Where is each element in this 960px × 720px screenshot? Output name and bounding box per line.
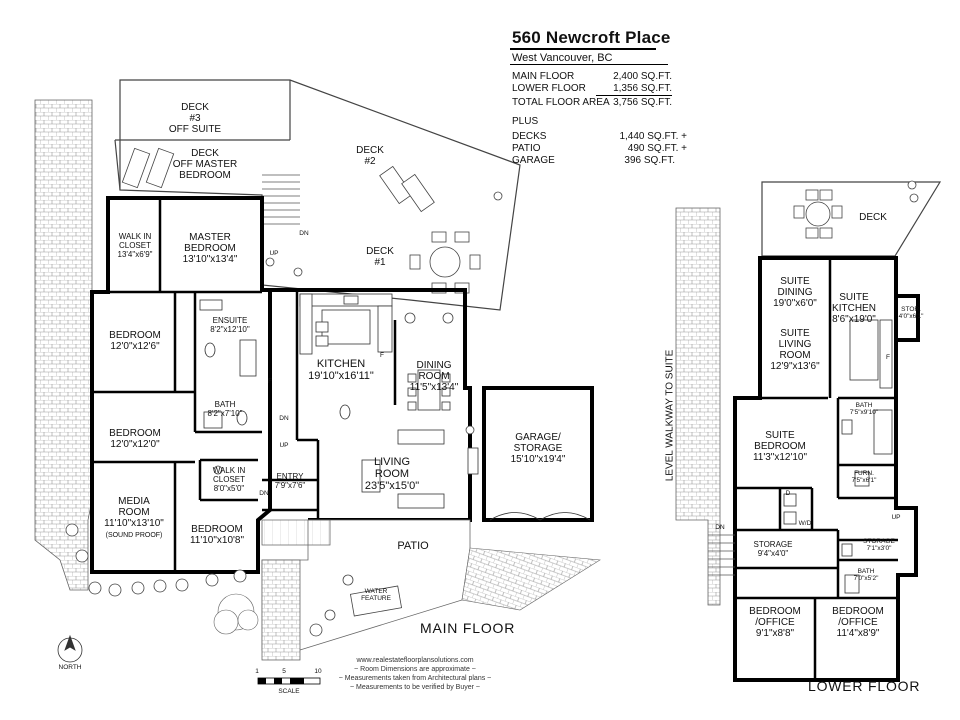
property-address: 560 Newcroft Place <box>512 28 671 47</box>
stair-mark: DN <box>715 524 725 531</box>
stair-mark: DN <box>279 415 289 422</box>
lower-walkway <box>675 207 721 606</box>
extra-row: GARAGE 396 SQ.FT. <box>512 155 675 166</box>
room-furnace: FURN.7'5"x6'1" <box>851 470 877 484</box>
area-value: 1,356 SQ.FT. <box>613 83 672 94</box>
left-walkway <box>34 99 93 591</box>
title-underline <box>510 48 656 50</box>
subtitle-underline <box>510 64 668 65</box>
room-patio: PATIO <box>397 540 429 552</box>
room-stor: STOR.4'0"x6'1" <box>898 306 924 320</box>
scale-tick: 1 <box>255 668 259 675</box>
lower-floor-title: LOWER FLOOR <box>808 678 921 694</box>
fridge-mark: F <box>268 378 272 385</box>
stair-mark: DN <box>299 230 309 237</box>
note-line: ~ Measurements to be verified by Buyer ~ <box>350 684 480 691</box>
area-label: MAIN FLOOR <box>512 71 575 82</box>
scale-tick: 5 <box>282 668 286 675</box>
extra-value: 490 SQ.FT. + <box>627 143 687 154</box>
scale-tick: 10 <box>314 668 322 675</box>
stair-mark: DN <box>259 490 269 497</box>
disclaimer-notes: www.realestatefloorplansolutions.com ~ R… <box>330 656 500 692</box>
area-value: 2,400 SQ.FT. <box>613 71 672 82</box>
property-city: West Vancouver, BC <box>512 52 613 64</box>
extra-value: 1,440 SQ.FT. + <box>619 131 687 142</box>
scale-label: SCALE <box>278 688 300 695</box>
north-label: NORTH <box>58 664 82 671</box>
extra-row: DECKS 1,440 SQ.FT. + <box>512 131 687 142</box>
scale-bar <box>257 677 321 685</box>
sum-line <box>596 95 672 96</box>
extra-label: GARAGE <box>512 155 555 166</box>
main-floor-title: MAIN FLOOR <box>420 620 516 636</box>
north-arrow <box>57 634 83 663</box>
stair-mark: UP <box>279 442 289 449</box>
room-lower-deck: DECK <box>859 212 887 223</box>
extra-value: 396 SQ.FT. <box>624 155 675 166</box>
plus-label: PLUS <box>512 116 539 127</box>
stair-mark: UP <box>891 514 901 521</box>
area-row: LOWER FLOOR 1,356 SQ.FT. <box>512 83 672 94</box>
note-line: ~ Measurements taken from Architectural … <box>338 675 492 682</box>
dryer-mark: D <box>785 490 791 497</box>
fridge-mark: F <box>380 352 384 359</box>
walkway-label-box: LEVEL WALKWAY TO SUITE <box>660 340 680 500</box>
area-label: LOWER FLOOR <box>512 83 586 94</box>
extra-row: PATIO 490 SQ.FT. + <box>512 143 687 154</box>
room-deck1: DECK#1 <box>366 246 394 268</box>
stair-mark: UP <box>269 250 279 257</box>
area-label: TOTAL FLOOR AREA <box>512 97 610 108</box>
note-line: www.realestatefloorplansolutions.com <box>356 657 474 664</box>
washer-dryer-mark: W/D <box>798 520 812 527</box>
area-row: MAIN FLOOR 2,400 SQ.FT. <box>512 71 672 82</box>
walkway-label: LEVEL WALKWAY TO SUITE <box>664 349 676 482</box>
note-line: ~ Room Dimensions are approximate ~ <box>354 666 476 673</box>
extra-label: DECKS <box>512 131 547 142</box>
deck3-outline <box>119 79 521 311</box>
fridge-mark: F <box>886 354 890 361</box>
extra-label: PATIO <box>512 143 541 154</box>
area-row: TOTAL FLOOR AREA 3,756 SQ.FT. <box>512 97 672 108</box>
area-value: 3,756 SQ.FT. <box>613 97 672 108</box>
room-deck2: DECK#2 <box>356 145 384 167</box>
